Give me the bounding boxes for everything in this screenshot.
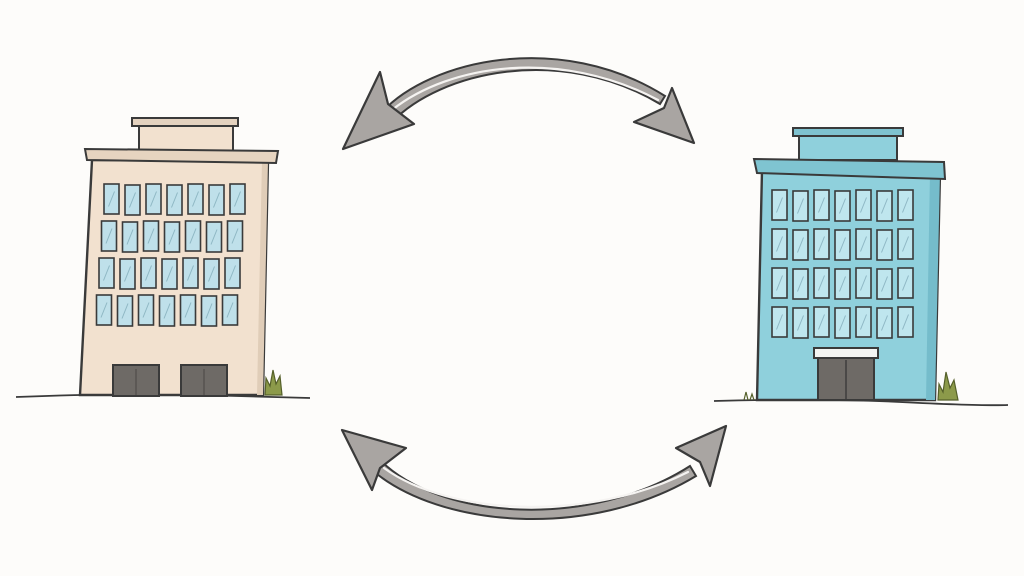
top-arrow-left-head (341, 70, 416, 151)
right-window-glare (797, 315, 804, 331)
right-windows (771, 189, 914, 339)
right-window-glare (797, 198, 804, 214)
right-door-canopy (813, 347, 879, 359)
left-window-glare (145, 265, 152, 281)
bottom-double-arrow (340, 424, 728, 520)
left-building (15, 117, 311, 399)
right-window-glare (881, 237, 888, 253)
right-window-glare (839, 315, 846, 331)
right-window-glare (902, 236, 909, 252)
right-window-glare (860, 197, 867, 213)
left-window-glare (184, 302, 192, 318)
left-roof-box (138, 123, 234, 152)
left-window-glare (189, 228, 197, 244)
bottom-arrow-right-head (674, 424, 728, 488)
right-window-glare (839, 198, 846, 214)
left-bush (264, 369, 283, 396)
top-double-arrow (341, 57, 696, 151)
right-window-glare (776, 275, 783, 291)
top-arrow-shaft (380, 57, 667, 124)
right-small-tuft (743, 391, 755, 401)
right-window-glare (776, 314, 783, 330)
right-window-glare (818, 236, 825, 252)
right-window-glare (902, 314, 909, 330)
left-window-glare (210, 229, 218, 245)
left-window-glare (208, 266, 215, 282)
left-window-glare (103, 265, 110, 281)
right-window-glare (839, 237, 846, 253)
left-windows (95, 183, 246, 327)
left-window-glare (100, 302, 108, 318)
right-window-glare (797, 237, 804, 253)
left-window-glare (129, 192, 136, 208)
right-roof-box (798, 133, 898, 161)
right-window-glare (860, 236, 867, 252)
left-building-shade (257, 160, 268, 395)
left-window-glare (231, 228, 239, 244)
left-window-glare (150, 191, 157, 207)
left-window-glare (121, 303, 129, 319)
top-arrow-highlight (390, 66, 660, 112)
left-window-glare (108, 191, 115, 207)
left-window-glare (163, 303, 171, 319)
right-window-glare (902, 275, 909, 291)
left-window-glare (142, 302, 150, 318)
left-window-glare (126, 229, 134, 245)
right-window-glare (860, 275, 867, 291)
left-window-glare (213, 192, 220, 208)
right-window-glare (818, 314, 825, 330)
right-roof-slab (752, 157, 947, 181)
left-window-glare (192, 191, 199, 207)
left-window-glare (234, 191, 241, 207)
right-window-glare (860, 314, 867, 330)
left-window-glare (229, 265, 236, 281)
right-window-glare (839, 276, 846, 292)
top-arrow-right-head (632, 86, 696, 145)
left-window-glare (205, 303, 213, 319)
right-window-glare (902, 197, 909, 213)
bottom-arrow-left-head (340, 428, 408, 492)
left-window-glare (187, 265, 194, 281)
bottom-arrow-shaft (370, 458, 698, 520)
left-window-glare (171, 192, 178, 208)
right-building-shade (926, 172, 940, 400)
right-window-glare (881, 198, 888, 214)
right-window-glare (818, 275, 825, 291)
left-roof-box-cap (131, 117, 239, 127)
right-window-glare (881, 276, 888, 292)
left-window-glare (168, 229, 176, 245)
right-roof-box-cap (792, 127, 904, 137)
left-roof-slab (83, 147, 280, 165)
left-window-glare (166, 266, 173, 282)
right-window-glare (776, 236, 783, 252)
right-window-glare (797, 276, 804, 292)
right-window-glare (818, 197, 825, 213)
left-window-glare (226, 302, 234, 318)
right-building (713, 127, 1009, 407)
left-window-glare (124, 266, 131, 282)
right-window-glare (776, 197, 783, 213)
right-bush (937, 371, 959, 401)
left-window-glare (147, 228, 155, 244)
bottom-arrow-highlight (382, 466, 690, 508)
left-window-glare (105, 228, 113, 244)
right-window-glare (881, 315, 888, 331)
